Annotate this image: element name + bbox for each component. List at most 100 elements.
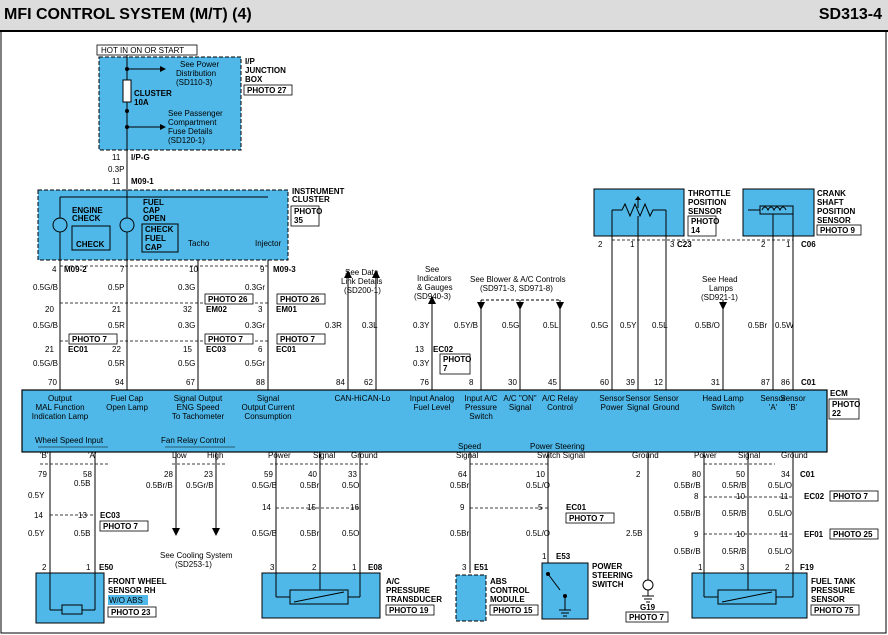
ec02-photo-1: PHOTO (443, 355, 471, 364)
ec02-photo-bot: PHOTO 7 (833, 492, 869, 501)
wire-c2-b: 0.5R (108, 321, 125, 330)
ecm-top-pin-8: 8 (469, 378, 474, 387)
wire-r-1: 0.3L (362, 321, 378, 330)
cluster-title-1: INSTRUMENT (292, 187, 345, 196)
f19-conn: F19 (800, 563, 814, 572)
ecm-title: ECM (830, 389, 848, 398)
ef01-conn: EF01 (804, 530, 824, 539)
ecm-top-label-8-1: Pressure (465, 403, 498, 412)
cl-pin-4: 4 (52, 265, 57, 274)
hot-label-box (96, 44, 198, 56)
ecm-top-pin-76: 76 (420, 378, 429, 387)
ft-pin-1: 1 (698, 563, 703, 572)
c06-conn: C06 (801, 240, 816, 249)
ec03-photo-bot: PHOTO 7 (103, 522, 139, 531)
ec-pin-21: 21 (45, 345, 54, 354)
wb2-5: 0.5Br (450, 529, 469, 538)
ecm-top-label-62-0: CAN-Lo (362, 394, 391, 403)
ecm-top-pin-88: 88 (256, 378, 265, 387)
fw-photo: PHOTO 23 (111, 608, 151, 617)
wb3-1: 0.5R/B (722, 547, 746, 556)
ecm-top-label-88-0: Signal (257, 394, 279, 403)
ec01-pin-5: 5 (538, 503, 543, 512)
wire-r-2b: 0.3Y (413, 359, 430, 368)
tps-pin-2: 2 (598, 240, 603, 249)
ecm-top-pin-87: 87 (761, 378, 770, 387)
ecm-ps-1: Power Steering (530, 442, 585, 451)
ec03-conn-a: EC03 (206, 345, 227, 354)
ground-icon (642, 595, 654, 603)
ecm-top-label-8-2: Switch (469, 412, 493, 421)
ecm-top-pin-31: 31 (711, 378, 720, 387)
e53-conn: E53 (556, 552, 571, 561)
cluster-photo-2: 35 (294, 216, 303, 225)
ft-photo: PHOTO 75 (814, 606, 854, 615)
ecm-top-label-67-2: To Tachometer (172, 412, 225, 421)
ec01-conn-bot: EC01 (566, 503, 587, 512)
ec02-conn-top: EC02 (433, 345, 454, 354)
fw-pin-1: 1 (86, 563, 91, 572)
ecm-photo-1: PHOTO (832, 400, 860, 409)
engine-check-2: CHECK (72, 214, 101, 223)
fuel-cap-lamp-icon (119, 217, 135, 233)
ecm-top-label-45-0: A/C Relay (542, 394, 578, 403)
ec03-pin-13: 13 (78, 511, 87, 520)
wb1-8: 0.5L/O (526, 481, 550, 490)
ecm-low: Low (172, 451, 187, 460)
m09-1-conn: M09-1 (131, 177, 154, 186)
see-power-1: See Power (180, 60, 219, 69)
ecm-bot-pin-58: 58 (83, 470, 92, 479)
em-pin-20: 20 (45, 305, 54, 314)
diagram-code: SD313-4 (818, 6, 882, 23)
ec02-pin-13: 13 (415, 345, 424, 354)
cluster-photo-1: PHOTO (294, 207, 322, 216)
ac-title-1: A/C (386, 577, 400, 586)
ckp-photo: PHOTO 9 (820, 226, 856, 235)
wire-r-8: 0.5L (652, 321, 668, 330)
fuse-amp: 10A (134, 98, 149, 107)
see-dl-3: (SD200-1) (344, 286, 381, 295)
ecm-bot-pin-80: 80 (692, 470, 701, 479)
tps-title-1: THROTTLE (688, 189, 731, 198)
em-pin-3: 3 (258, 305, 263, 314)
e08-conn: E08 (368, 563, 383, 572)
see-power-2: Distribution (176, 69, 216, 78)
ecm-top-label-84-0: CAN-Hi (334, 394, 361, 403)
fuel-check-3: CAP (145, 243, 163, 252)
wire-c1-a: 0.5G/B (33, 283, 58, 292)
ecm-top-pin-39: 39 (626, 378, 635, 387)
tps-pin-1: 1 (630, 240, 635, 249)
wire-r-5: 0.5L (543, 321, 559, 330)
ecm-ws-b: 'B' (40, 451, 49, 460)
ac-pin-2: 2 (312, 563, 317, 572)
ecm-top-label-31-1: Switch (711, 403, 735, 412)
ckp-title-4: SENSOR (817, 216, 851, 225)
ec01-photo-b: PHOTO 7 (280, 335, 316, 344)
abs-pin-3: 3 (462, 563, 467, 572)
fuel-check-2: FUEL (145, 234, 166, 243)
ft-title-1: FUEL TANK (811, 577, 856, 586)
tps-pin-3: 3 (670, 240, 675, 249)
wb2-1: 0.5B (74, 529, 90, 538)
ecm-top-label-87-0: Sensor (760, 394, 786, 403)
fuel-cap-1: FUEL (143, 198, 164, 207)
abs-title-2: CONTROL (490, 586, 530, 595)
wb1-9: 0.5Br/B (674, 481, 701, 490)
ecm-top-label-12-1: Ground (653, 403, 680, 412)
wire-r-9: 0.5B/O (695, 321, 720, 330)
ecm-top-label-8-0: Input A/C (465, 394, 498, 403)
ecm-top-pin-62: 62 (364, 378, 373, 387)
ec01-pin-15: 15 (307, 503, 316, 512)
ecm-top-label-30-1: Signal (509, 403, 531, 412)
ecm-top-label-87-1: 'A' (769, 403, 778, 412)
fw-title-1: FRONT WHEEL (108, 577, 167, 586)
ec01-pin-14: 14 (262, 503, 271, 512)
wire-c3-a: 0.5G/B (33, 359, 58, 368)
cl-pin-9: 9 (260, 265, 265, 274)
ecm-top-label-70-2: Indication Lamp (32, 412, 89, 421)
wb1-6: 0.5O (342, 481, 359, 490)
fuse-icon (122, 79, 132, 103)
ecm-bot-pin-33: 33 (348, 470, 357, 479)
fuel-check-1: CHECK (145, 225, 174, 234)
ecm-bot-pin-23: 23 (204, 470, 213, 479)
